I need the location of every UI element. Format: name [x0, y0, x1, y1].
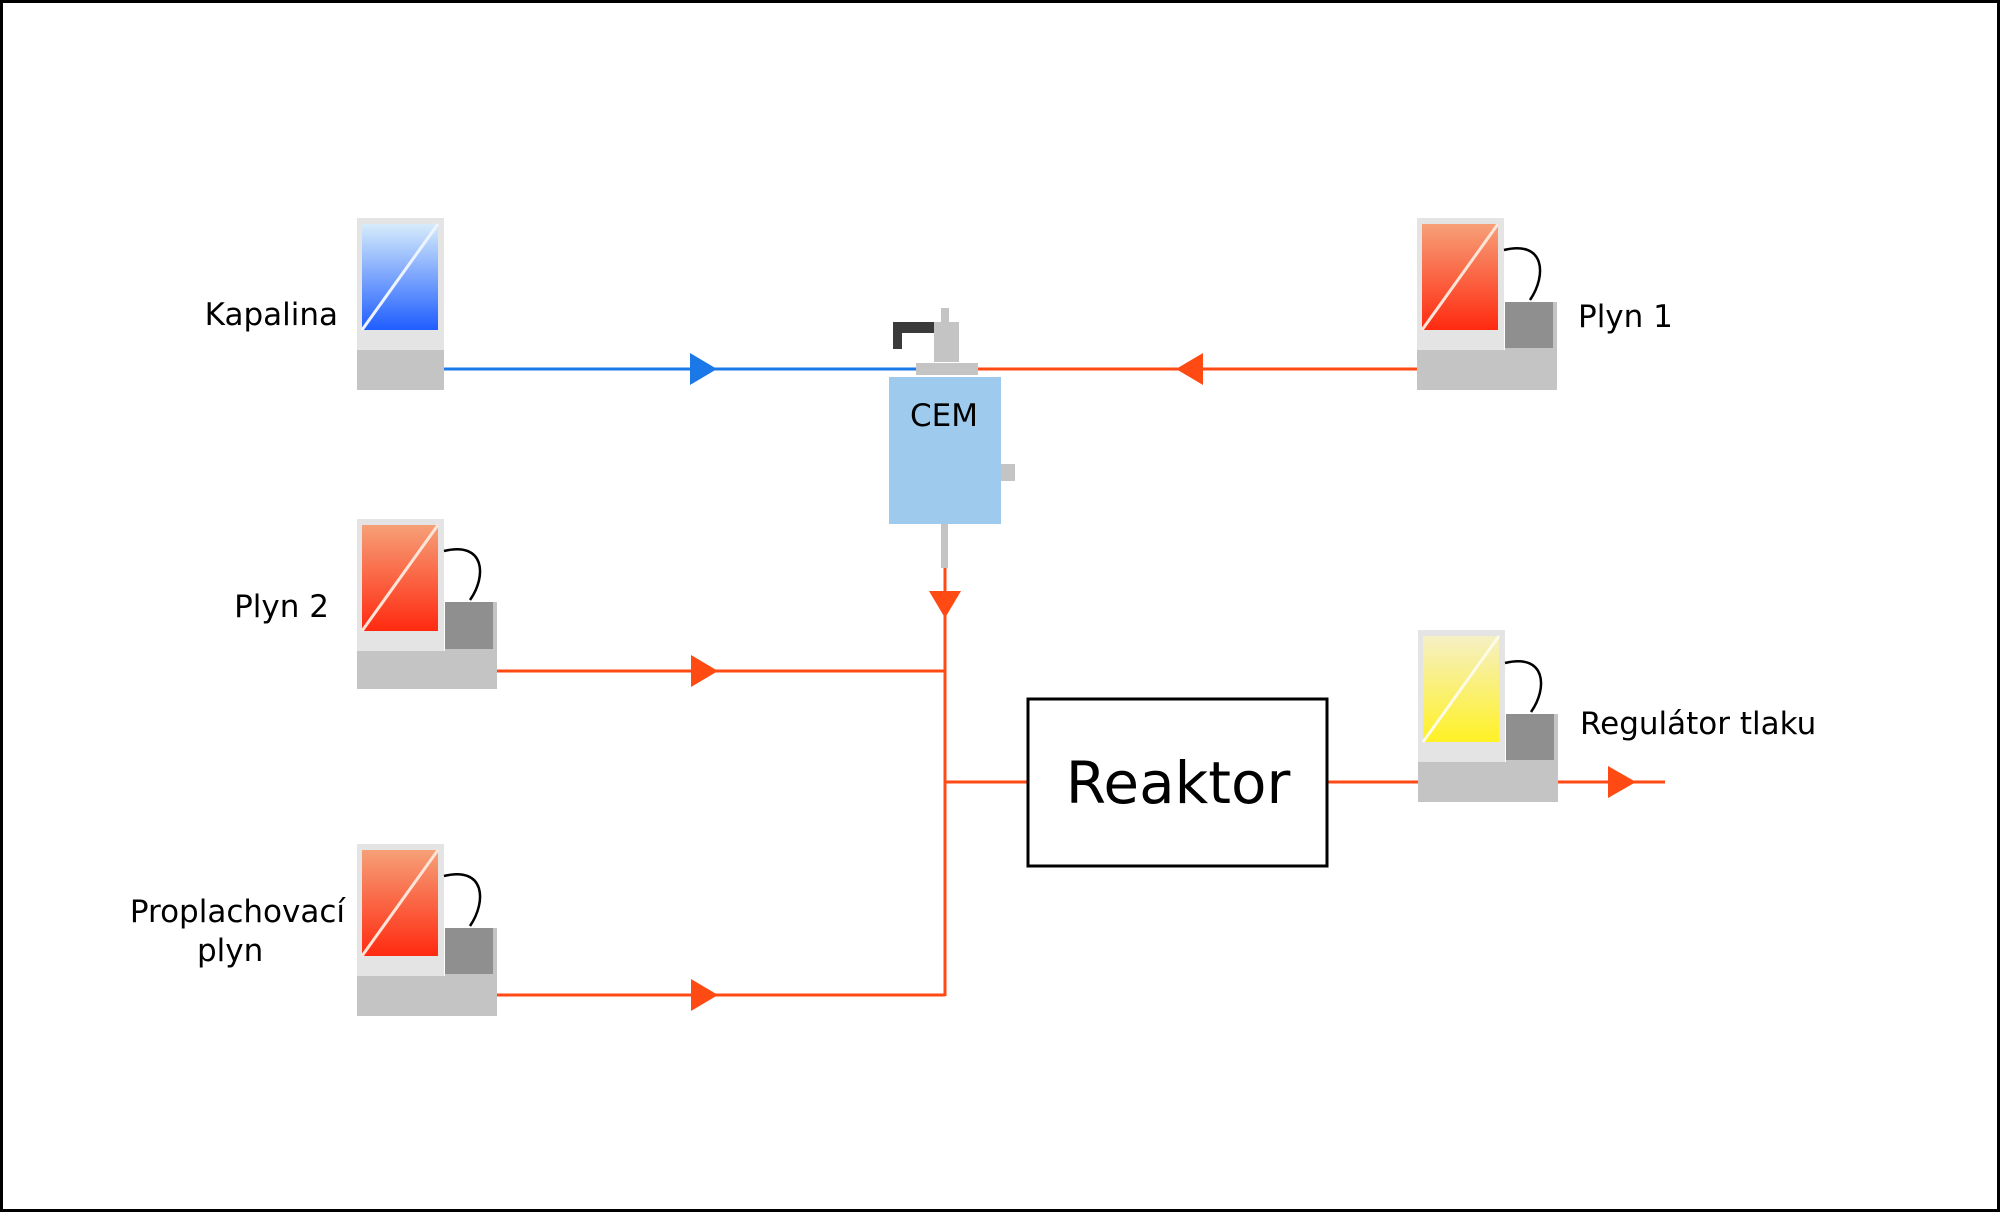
proplach-label-line2: plyn [197, 933, 263, 969]
pipes [442, 353, 1665, 1011]
liquid-flow-controller [357, 218, 444, 390]
plyn2-label: Plyn 2 [234, 589, 329, 625]
proplach-label-line1: Proplachovací [130, 894, 347, 930]
proplach-flow-arrow [691, 979, 718, 1011]
kapalina-label: Kapalina [205, 297, 338, 333]
reactor-label: Reaktor [1066, 749, 1291, 817]
regulator-label: Regulátor tlaku [1580, 706, 1816, 742]
pressure-regulator [1418, 630, 1558, 802]
reactor-box [1026, 697, 1329, 868]
outlet-flow-arrow [1608, 766, 1636, 798]
cem-label: CEM [910, 398, 978, 434]
cem-outlet-pipe [941, 524, 948, 568]
cem-evaporator [889, 308, 1015, 524]
plyn1-label: Plyn 1 [1578, 299, 1673, 335]
plyn1-flow-arrow [1176, 353, 1203, 385]
plyn2-flow-arrow [691, 655, 718, 687]
liquid-flow-arrow [690, 353, 717, 385]
cem-outlet-arrow [929, 591, 961, 618]
proplach-flow-controller [357, 844, 497, 1016]
plyn2-flow-controller [357, 519, 497, 689]
plyn1-flow-controller [1417, 218, 1557, 390]
